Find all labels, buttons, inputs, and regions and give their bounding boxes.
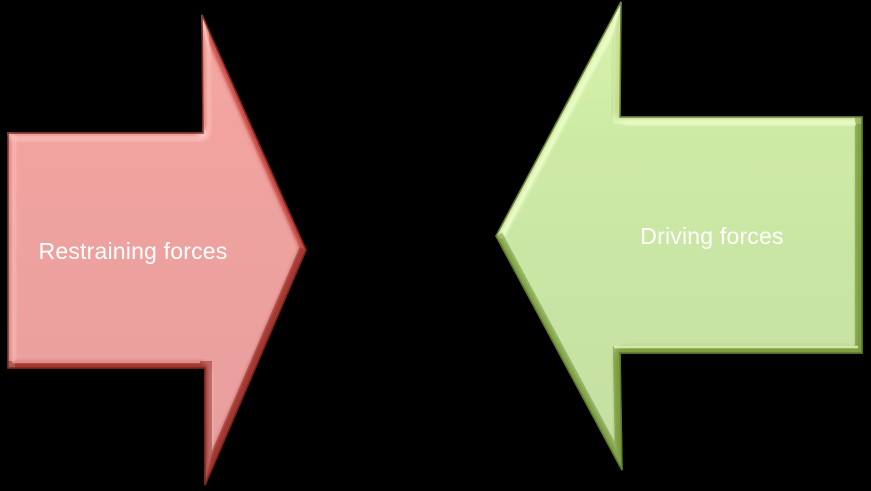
driving-forces-arrow[interactable] bbox=[495, 1, 863, 471]
restraining-arrow-shape bbox=[7, 14, 307, 486]
restraining-arrow-rim bbox=[7, 14, 307, 486]
restraining-forces-arrow[interactable] bbox=[7, 14, 307, 486]
driving-arrow-rim bbox=[495, 1, 863, 471]
driving-arrow-shape bbox=[495, 1, 863, 471]
